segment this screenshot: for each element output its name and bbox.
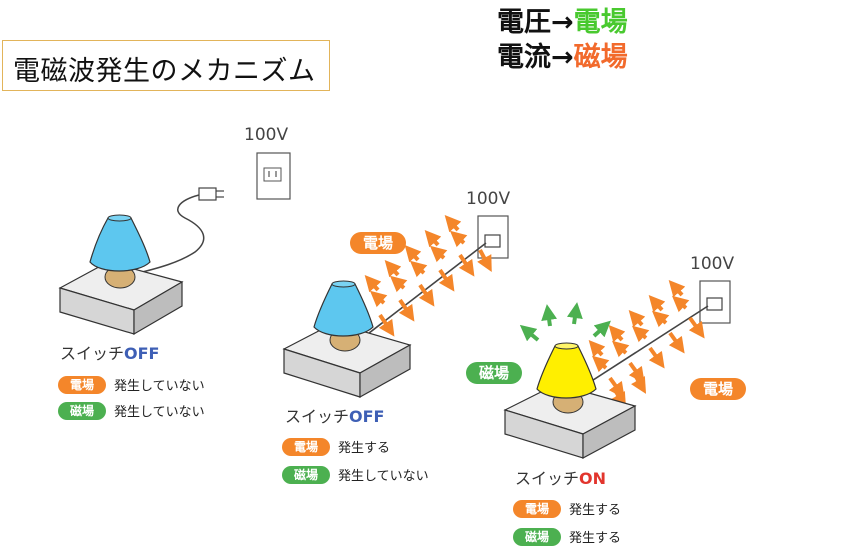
lamp-shade-2 bbox=[313, 283, 374, 337]
svg-text:磁場: 磁場 bbox=[479, 364, 509, 382]
electric-field-arrows-3 bbox=[588, 280, 705, 409]
electric-field-tag-3: 電場 bbox=[690, 378, 746, 400]
magnetic-field-arrows-3 bbox=[519, 302, 611, 342]
plugged-plug-icon-3 bbox=[706, 297, 723, 311]
voltage-label-2: 100V bbox=[466, 189, 510, 209]
magnetic-field-tag-3: 磁場 bbox=[466, 362, 522, 384]
legend-current-line: 電流→磁場 bbox=[497, 35, 628, 74]
status-electric-2: 電場 発生する bbox=[282, 438, 390, 456]
svg-text:電場: 電場 bbox=[70, 377, 94, 392]
magnetic-pill-1 bbox=[58, 402, 106, 420]
title-box: 電磁波発生のメカニズム bbox=[2, 40, 330, 91]
voltage-label-1: 100V bbox=[244, 125, 288, 145]
plugged-plug-icon-2 bbox=[484, 234, 501, 248]
svg-text:発生していない: 発生していない bbox=[114, 379, 205, 394]
svg-text:発生していない: 発生していない bbox=[338, 469, 429, 484]
page-title: 電磁波発生のメカニズム bbox=[13, 56, 316, 87]
svg-text:電場: 電場 bbox=[703, 380, 733, 398]
svg-text:発生していない: 発生していない bbox=[114, 405, 205, 420]
legend-voltage-line: 電圧→電場 bbox=[497, 0, 628, 39]
lamp-shade-1 bbox=[89, 217, 151, 272]
svg-text:発生する: 発生する bbox=[569, 503, 621, 518]
svg-text:電場: 電場 bbox=[294, 439, 318, 454]
panel-3: 100V bbox=[466, 254, 746, 546]
cord-1 bbox=[129, 194, 205, 276]
legend-current: 電流 bbox=[497, 42, 551, 73]
svg-text:磁場: 磁場 bbox=[293, 467, 318, 482]
status-electric-3: 電場 発生する bbox=[513, 500, 621, 518]
legend-electric-field: 電場 bbox=[573, 7, 628, 38]
wall-outlet-1 bbox=[256, 152, 291, 200]
svg-text:磁場: 磁場 bbox=[69, 403, 94, 418]
panel-1: 100V スイッチOFF 電場 発生していない 磁場 bbox=[58, 125, 291, 420]
switch-state-2: スイッチOFF bbox=[285, 407, 384, 426]
electric-field-arrows-2 bbox=[364, 215, 492, 337]
status-magnetic-3: 磁場 発生する bbox=[513, 528, 621, 546]
switch-state-1: スイッチOFF bbox=[60, 344, 159, 363]
status-magnetic-1: 磁場 発生していない bbox=[58, 402, 205, 420]
magnetic-pill-3 bbox=[513, 528, 561, 546]
svg-text:発生する: 発生する bbox=[569, 531, 621, 546]
cord-3 bbox=[589, 305, 709, 383]
svg-text:電場: 電場 bbox=[363, 234, 393, 252]
switch-state-3: スイッチON bbox=[515, 469, 606, 488]
unplugged-plug-icon bbox=[198, 187, 224, 201]
svg-text:磁場: 磁場 bbox=[524, 529, 549, 544]
electric-pill-2 bbox=[282, 438, 330, 456]
legend-arrow-2: → bbox=[551, 42, 574, 73]
electric-pill-1 bbox=[58, 376, 106, 394]
electric-field-tag-2: 電場 bbox=[350, 232, 406, 254]
legend-voltage: 電圧 bbox=[497, 7, 551, 38]
lamp-shade-3 bbox=[536, 345, 597, 399]
svg-text:電場: 電場 bbox=[525, 501, 549, 516]
voltage-label-3: 100V bbox=[690, 254, 734, 274]
legend-magnetic-field: 磁場 bbox=[573, 42, 628, 73]
status-magnetic-2: 磁場 発生していない bbox=[282, 466, 429, 484]
electric-pill-3 bbox=[513, 500, 561, 518]
panel-2: 100V 電場 bbox=[282, 189, 510, 484]
svg-text:発生する: 発生する bbox=[338, 441, 390, 456]
status-electric-1: 電場 発生していない bbox=[58, 376, 205, 394]
legend-arrow-1: → bbox=[551, 7, 574, 38]
magnetic-pill-2 bbox=[282, 466, 330, 484]
